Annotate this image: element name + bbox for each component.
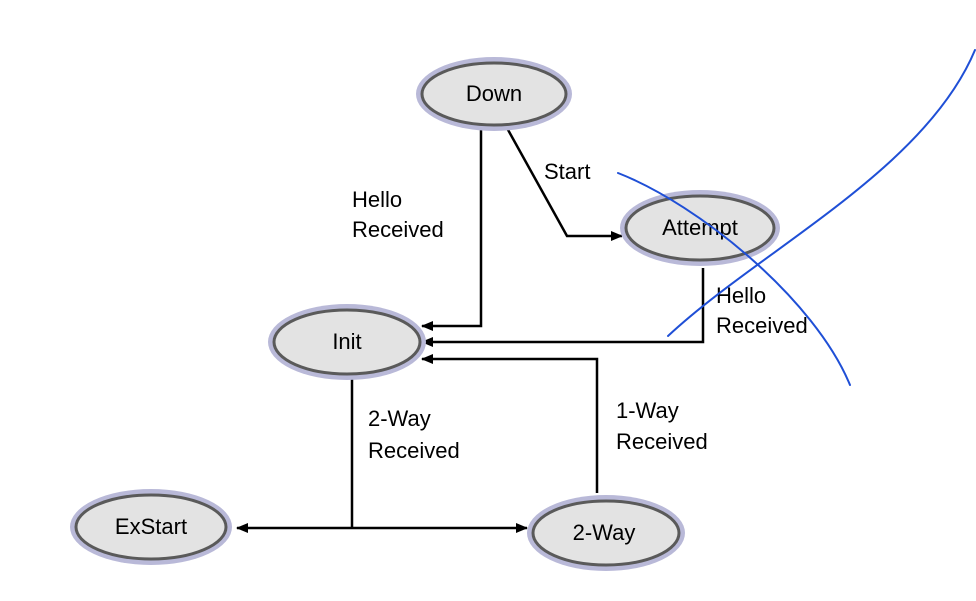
state-node-down: Down — [416, 57, 572, 131]
state-node-attempt-shape — [624, 194, 776, 262]
edge-label-hello-received-down-line1: Hello — [352, 187, 402, 212]
annotation-stroke-1 — [617, 172, 851, 386]
edge-down-to-init — [421, 128, 483, 331]
edge-label-hello-received-attempt-line1: Hello — [716, 283, 766, 308]
state-node-twoway: 2-Way — [527, 495, 685, 571]
edge-down-to-attempt — [505, 127, 623, 241]
edge-label-oneway-received-line2: Received — [616, 429, 708, 454]
edge-label-hello-received-attempt: Hello Received — [716, 283, 808, 338]
state-node-init-label: Init — [332, 329, 361, 354]
edge-label-oneway-received: 1-Way Received — [616, 398, 708, 454]
edges — [236, 127, 705, 533]
state-node-exstart: ExStart — [70, 489, 232, 565]
edge-label-oneway-received-line1: 1-Way — [616, 398, 679, 423]
state-node-exstart-shape — [74, 493, 228, 561]
edge-label-hello-received-attempt-line2: Received — [716, 313, 808, 338]
state-node-exstart-label: ExStart — [115, 514, 187, 539]
state-node-attempt: Attempt — [620, 190, 780, 266]
edge-label-twoway-received-line1: 2-Way — [368, 406, 431, 431]
edge-attempt-to-init — [421, 268, 705, 347]
strike-through-annotation — [617, 49, 976, 386]
edge-label-twoway-received: 2-Way Received — [368, 406, 460, 463]
state-node-down-label: Down — [466, 81, 522, 106]
annotation-stroke-2 — [667, 49, 976, 337]
edge-twoway-to-init — [421, 354, 599, 493]
state-node-down-shape — [420, 61, 568, 127]
edge-label-start: Start — [544, 159, 590, 184]
edge-label-hello-received-down: Hello Received — [352, 187, 444, 242]
state-node-twoway-shape — [531, 499, 681, 567]
edge-label-twoway-received-line2: Received — [368, 438, 460, 463]
state-node-init: Init — [268, 304, 426, 380]
state-node-twoway-label: 2-Way — [573, 520, 636, 545]
edge-label-hello-received-down-line2: Received — [352, 217, 444, 242]
state-node-init-shape — [272, 308, 422, 376]
